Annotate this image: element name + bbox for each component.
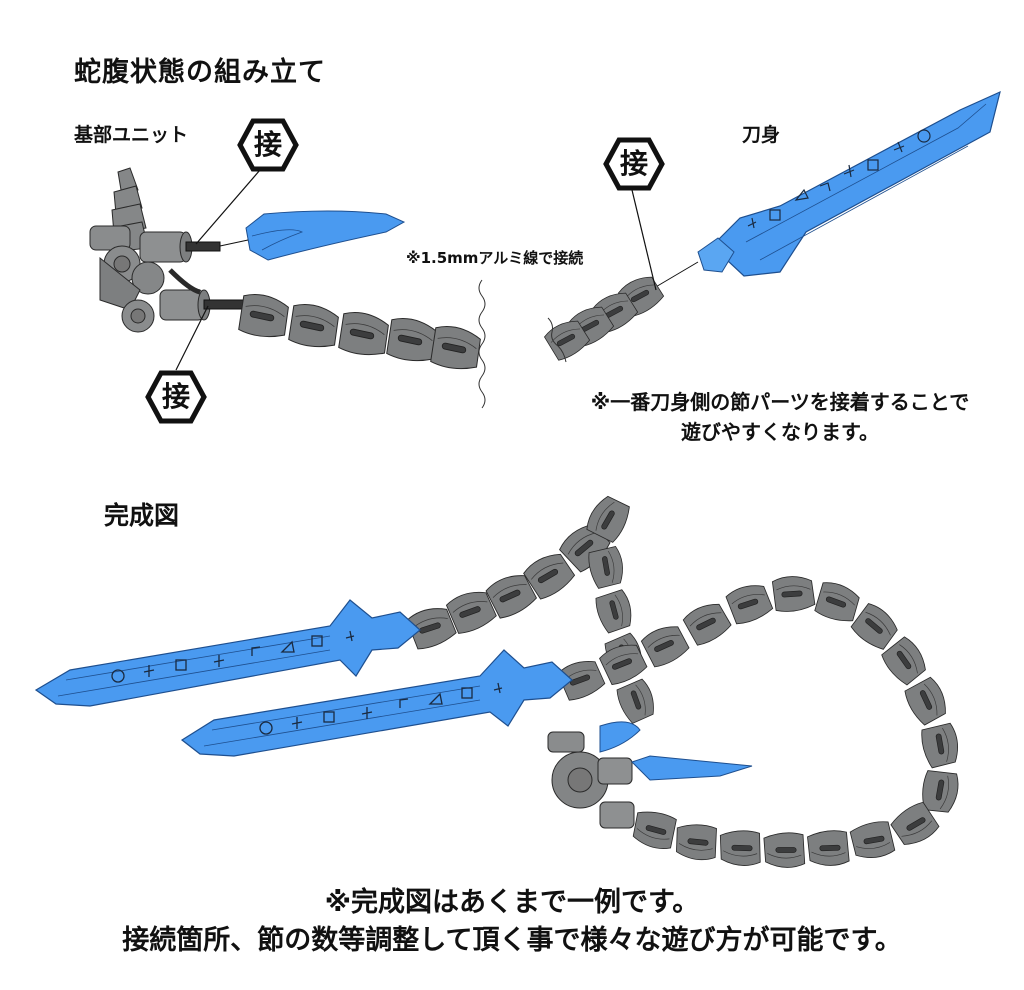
footer-note-line1: ※完成図はあくまで一例です。: [324, 887, 700, 918]
blade-label: 刀身: [742, 124, 781, 146]
assembly-title: 蛇腹状態の組み立て: [74, 57, 326, 88]
glue-note-line1: ※一番刀身側の節パーツを接着することで: [590, 390, 970, 414]
glue-note: ※一番刀身側の節パーツを接着することで 遊びやすくなります。: [555, 387, 1005, 447]
glue-hex-badge-icon: 接: [237, 118, 299, 172]
completed-figure-title: 完成図: [104, 501, 180, 530]
base-unit-figure: [89, 167, 486, 409]
glue-badge-text: 接: [161, 380, 190, 413]
glue-badge-text: 接: [619, 147, 648, 180]
glue-badge-text: 接: [253, 128, 282, 161]
wire-connection-note: ※1.5mmアルミ線で接続: [406, 249, 584, 267]
completed-figure: [34, 491, 962, 868]
base-unit-label: 基部ユニット: [74, 124, 189, 146]
glue-hex-badge-icon: 接: [603, 137, 665, 191]
blade-figure: [542, 90, 1001, 363]
glue-hex-badge-icon: 接: [145, 370, 207, 424]
footer-note-line2: 接続箇所、節の数等調整して頂く事で様々な遊び方が可能です。: [122, 925, 902, 956]
glue-note-line2: 遊びやすくなります。: [681, 420, 879, 444]
